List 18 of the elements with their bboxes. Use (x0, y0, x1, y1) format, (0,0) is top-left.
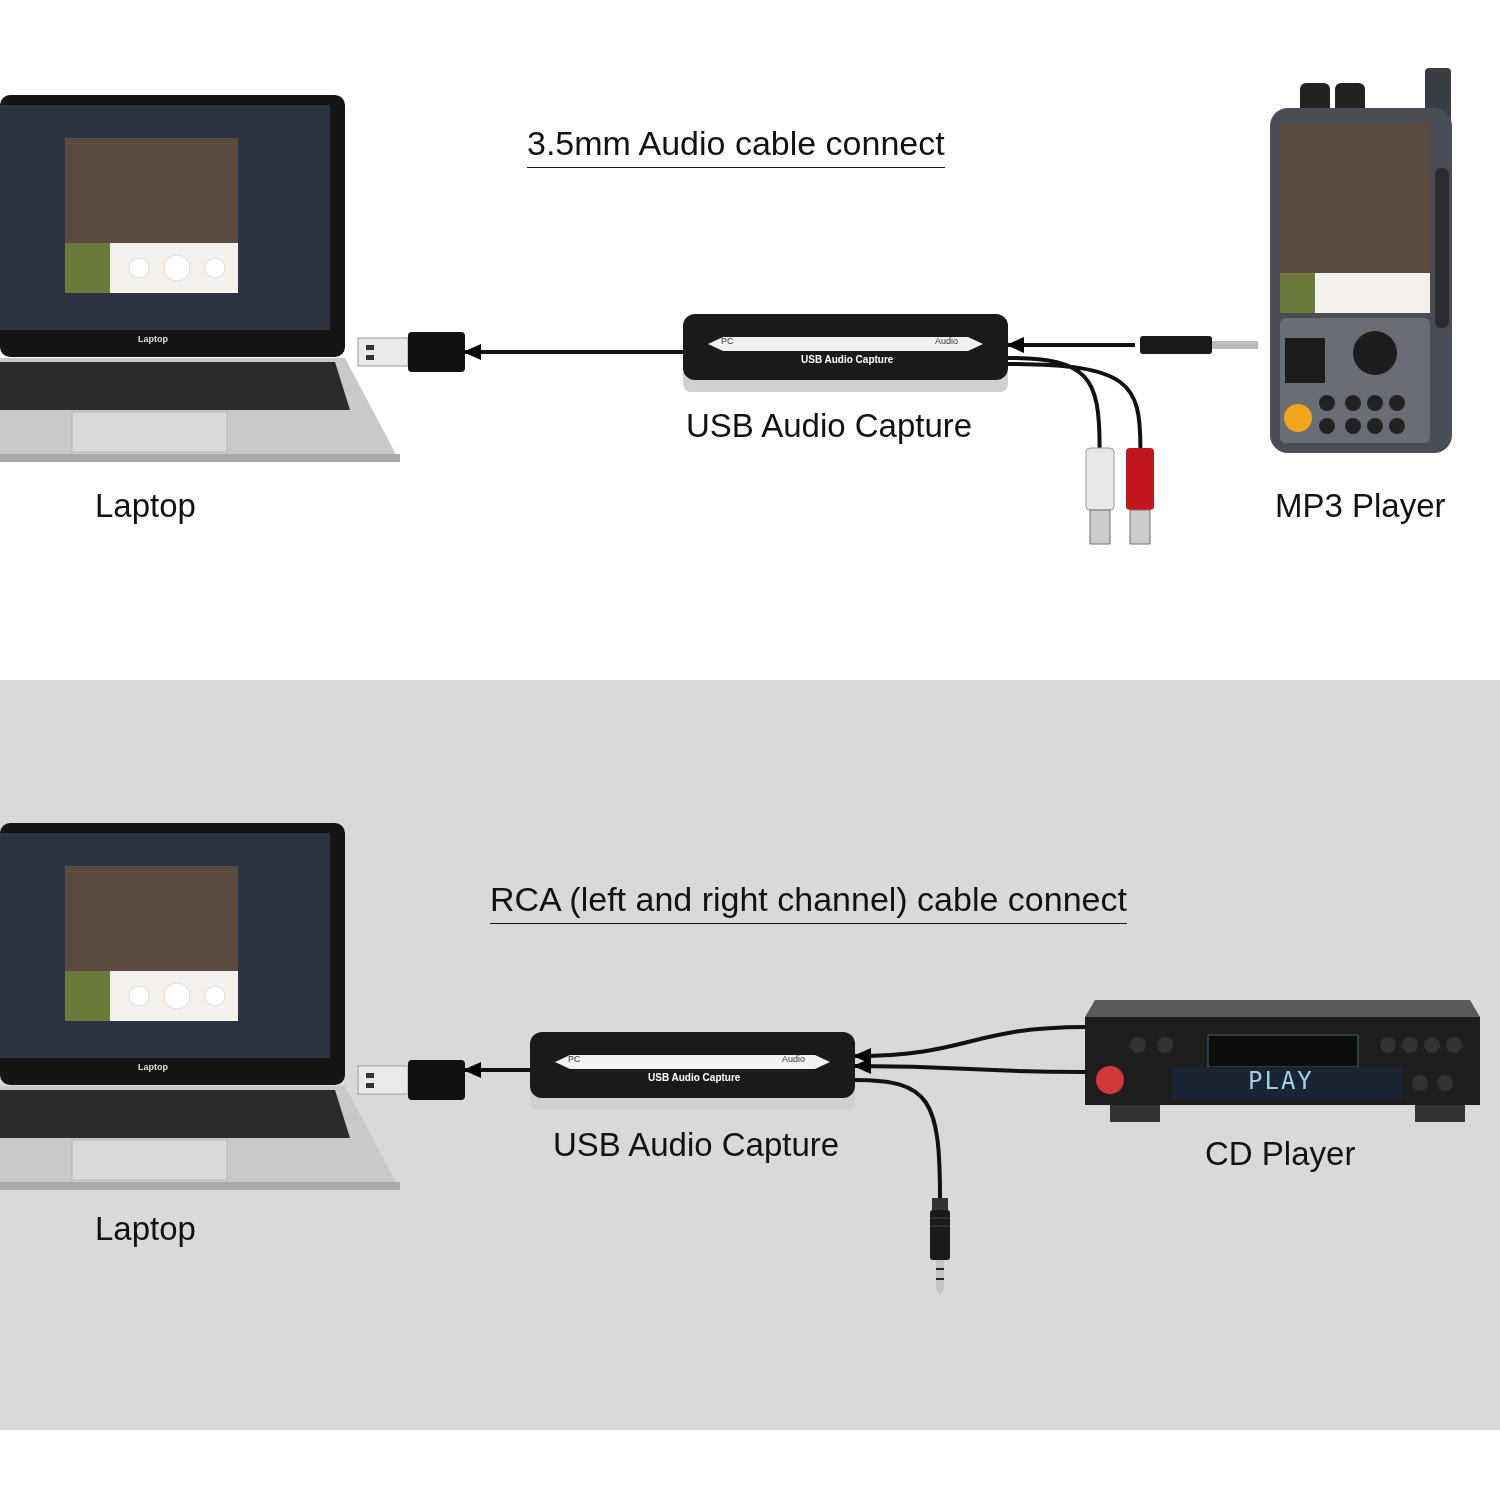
device-caption: USB Audio Capture (686, 407, 973, 445)
port-label: PC (721, 336, 734, 346)
bezel-label: Laptop (138, 1062, 168, 1072)
device-caption: CD Player (1205, 1135, 1356, 1173)
section-heading: RCA (left and right channel) cable connect (490, 880, 1127, 924)
port-label: Audio (782, 1054, 806, 1064)
device-label: USB Audio Capture (648, 1072, 741, 1083)
device-caption: MP3 Player (1275, 487, 1446, 525)
bezel-label: Laptop (138, 334, 168, 344)
device-label: USB Audio Capture (801, 354, 894, 365)
device-caption: Laptop (95, 487, 196, 525)
audio-cable (854, 1078, 942, 1199)
port-label: PC (568, 1054, 581, 1064)
port-label: Audio (935, 336, 959, 346)
device-caption: USB Audio Capture (553, 1126, 840, 1164)
section-heading: 3.5mm Audio cable connect (527, 124, 945, 168)
display-text: PLAY (1248, 1067, 1314, 1095)
device-caption: Laptop (95, 1210, 196, 1248)
